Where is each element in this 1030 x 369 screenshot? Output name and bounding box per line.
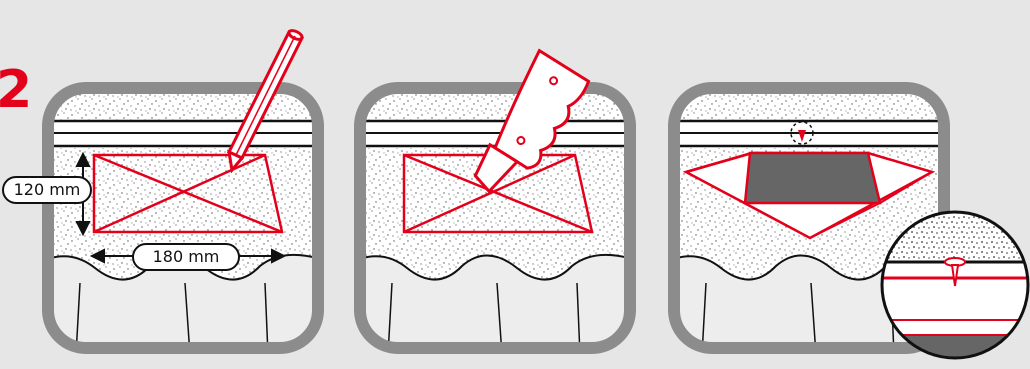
step-number: 2 (0, 60, 33, 120)
utility-knife-icon (473, 48, 591, 194)
detail-callout-ring (790, 121, 814, 145)
nail-icon (944, 257, 966, 287)
pencil-icon (226, 29, 305, 174)
panel-2-cut-outline (354, 48, 636, 354)
small-nail-icon (798, 130, 806, 142)
marked-cutout-outline (92, 153, 284, 234)
width-dimension-label: 180 mm (132, 243, 240, 271)
height-dimension-label: 120 mm (2, 176, 92, 204)
folded-flap-diamond (682, 151, 936, 240)
